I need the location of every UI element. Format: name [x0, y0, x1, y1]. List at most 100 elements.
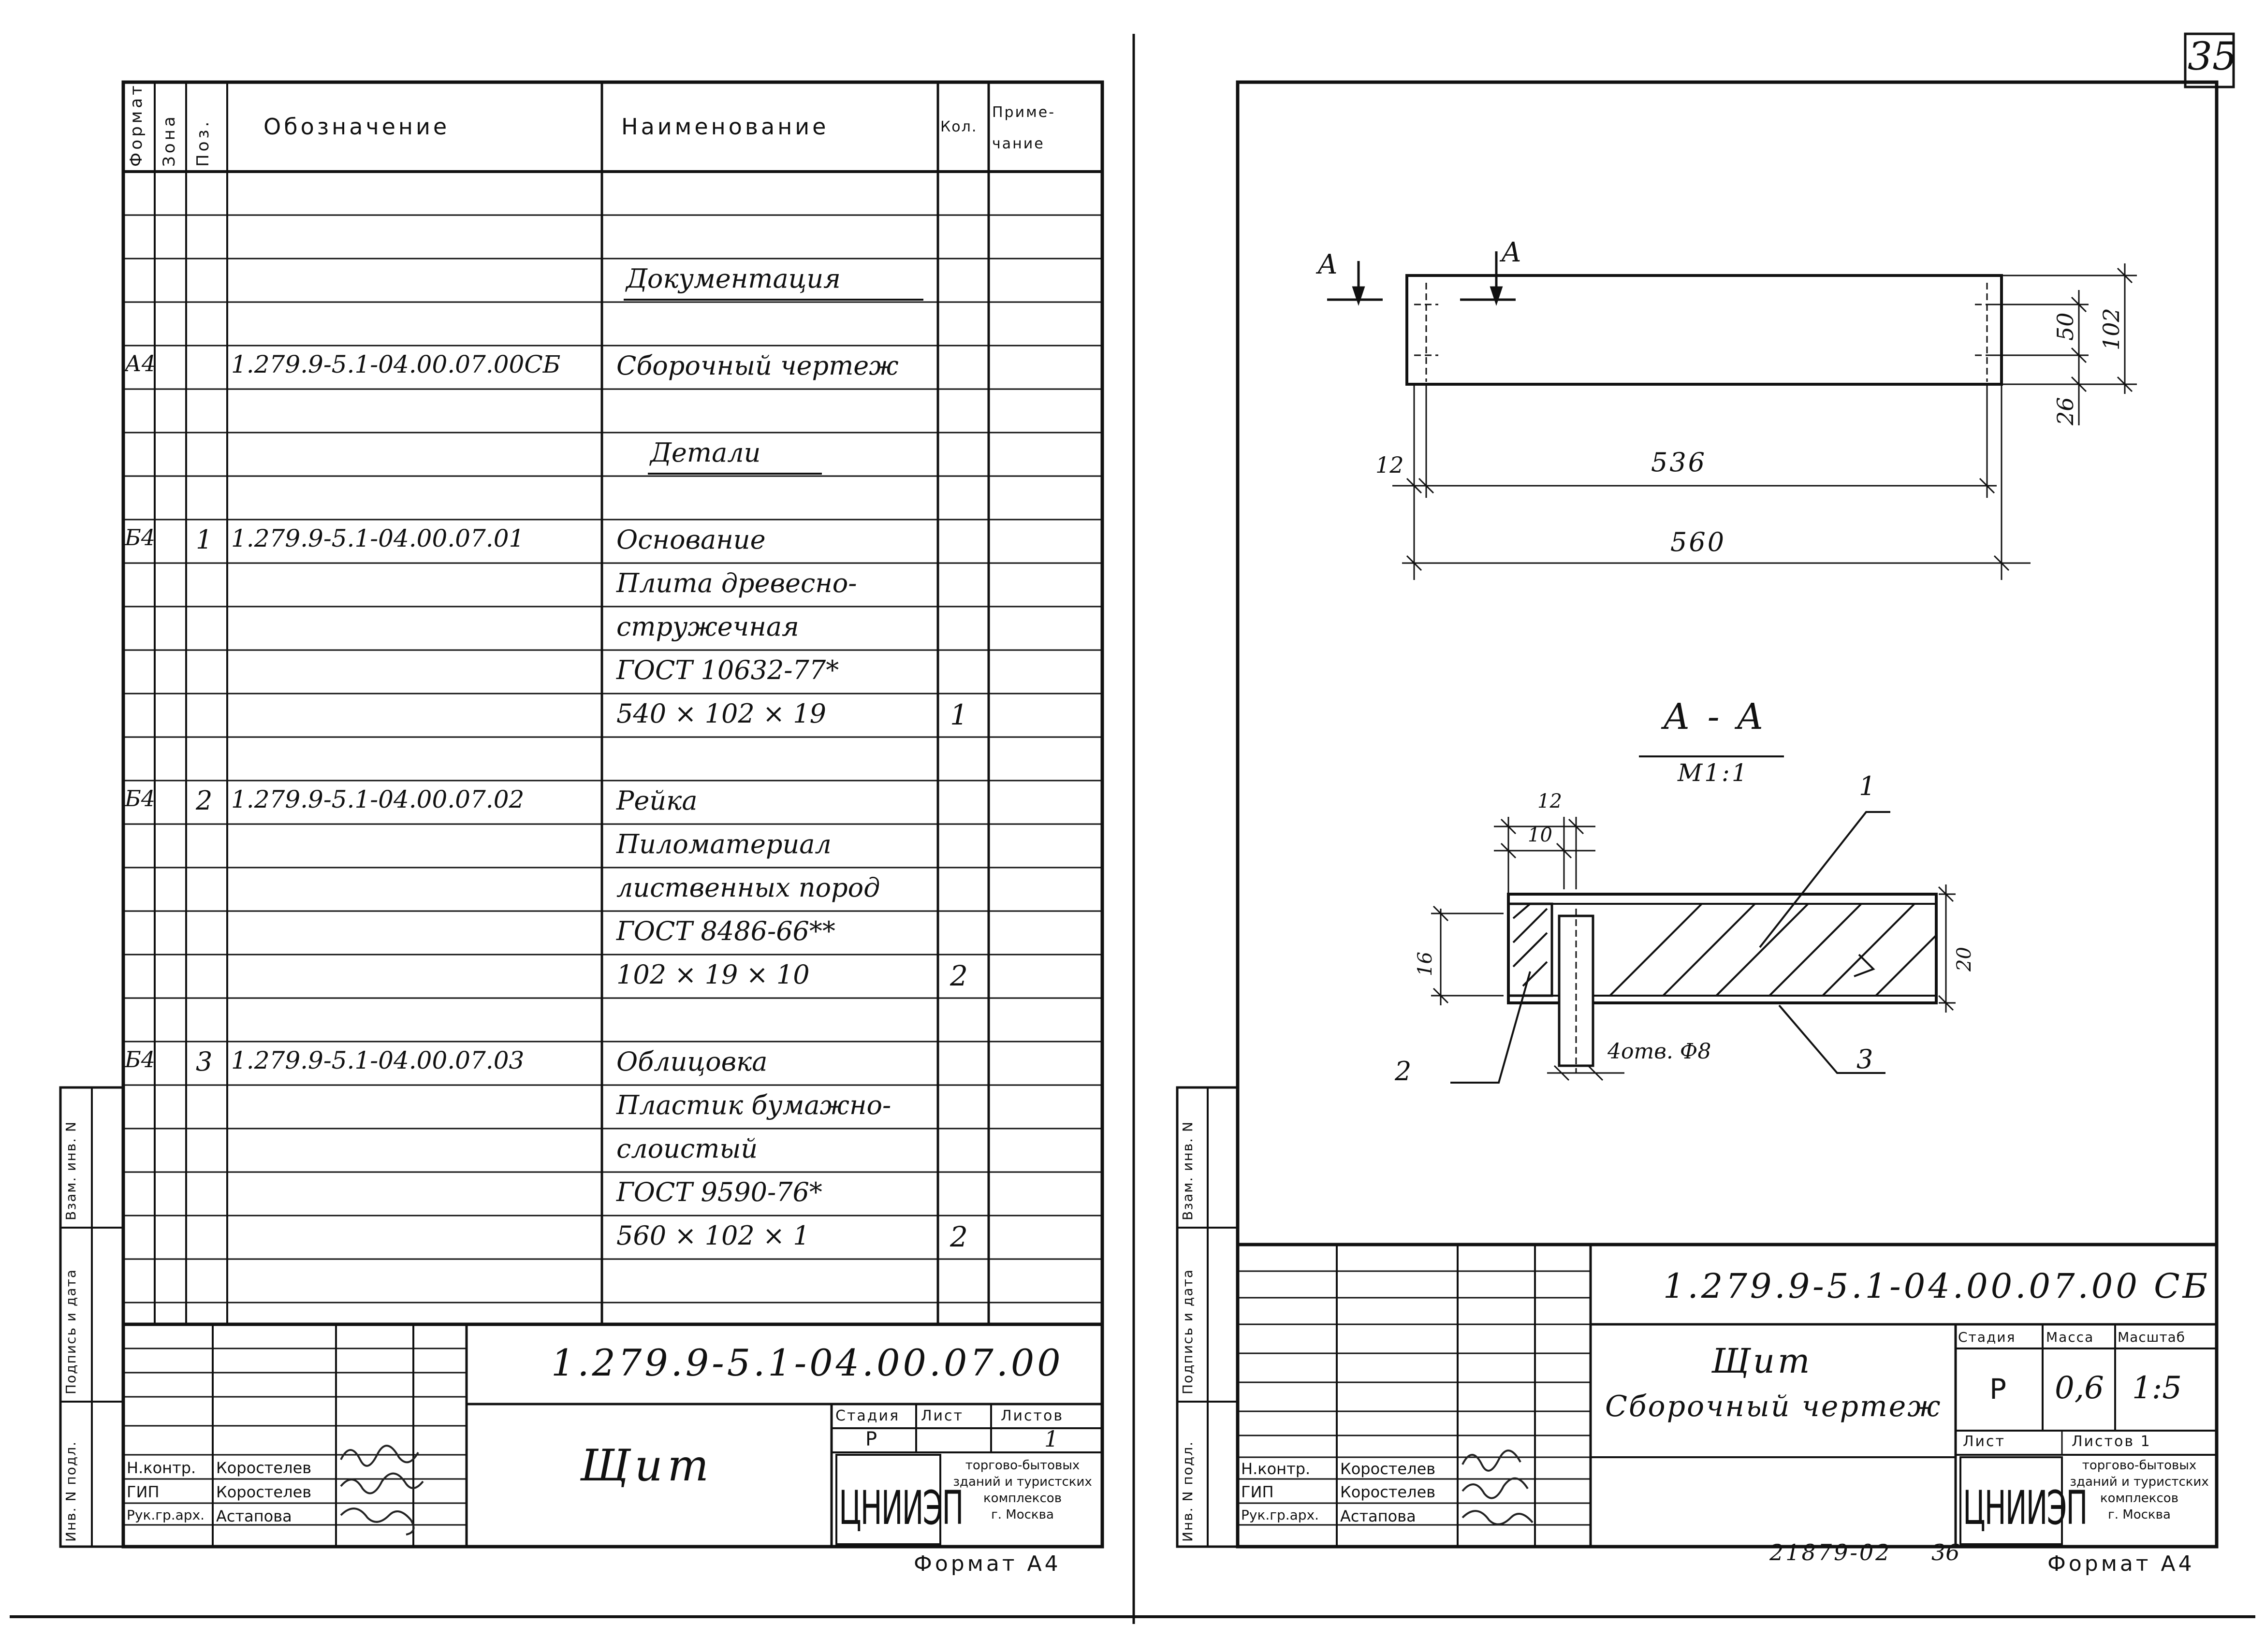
row-designation: 1.279.9-5.1-04.00.07.01 [231, 524, 525, 552]
right-role-1: Н.контр. [1241, 1460, 1311, 1478]
row-format: Б4 [125, 785, 156, 812]
row-quantity: 2 [950, 1220, 968, 1253]
dim-h20: 20 [1953, 947, 1975, 971]
row-name: лиственных пород [616, 872, 880, 903]
right-org-line1: торгово-бытовых [2082, 1458, 2197, 1473]
row-format: А4 [125, 350, 156, 377]
right-scale-value: 1:5 [2132, 1370, 2182, 1406]
row-name: ГОСТ 9590-76* [616, 1177, 822, 1207]
top-view [1327, 251, 2137, 580]
left-org-line4: г. Москва [991, 1507, 1054, 1522]
holes-note: 4отв. Ф8 [1607, 1039, 1711, 1064]
row-name: 540 × 102 × 19 [616, 698, 827, 729]
row-name: ГОСТ 10632-77* [616, 655, 839, 685]
left-side-label-3: Взам. инв. N [63, 1121, 79, 1220]
left-side-label-2: Подпись и дата [63, 1269, 79, 1394]
header-designation: Обозначение [263, 114, 450, 140]
row-name: Рейка [616, 785, 698, 816]
left-org-line1: торгово-бытовых [965, 1458, 1080, 1473]
callout-1: 1 [1859, 771, 1876, 801]
right-stage-value: Р [1989, 1373, 2006, 1406]
left-table-rows [123, 214, 1102, 1304]
right-name-2: Коростелев [1340, 1483, 1436, 1501]
dim-536: 536 [1651, 447, 1707, 478]
dim-w12: 12 [1537, 790, 1562, 812]
dim-26: 26 [2052, 397, 2078, 425]
row-name: Плита древесно- [616, 568, 857, 598]
row-name: слоистый [616, 1133, 758, 1164]
left-side-label-1: Инв. N подл. [63, 1441, 79, 1542]
right-org-logo: ЦНИИЭП [1963, 1481, 2088, 1536]
right-name-1: Коростелев [1340, 1460, 1436, 1478]
right-code: 1.279.9-5.1-04.00.07.00 СБ [1663, 1266, 2211, 1306]
left-org-line3: комплексов [983, 1491, 1062, 1506]
row-position: 2 [196, 785, 213, 816]
dim-w10: 10 [1528, 824, 1552, 846]
left-name-2: Коростелев [216, 1483, 312, 1501]
header-format: Формат [127, 83, 146, 167]
right-org-text: торгово-бытовых зданий и туристских комп… [2062, 1457, 2217, 1523]
row-name: Документация [626, 263, 841, 294]
dim-560: 560 [1670, 527, 1726, 557]
right-org-line3: комплексов [2100, 1491, 2179, 1506]
section-title: А - А [1663, 696, 1767, 738]
right-sheet-label: Лист [1963, 1433, 2006, 1450]
row-quantity: 1 [950, 698, 968, 731]
row-format: Б4 [125, 1046, 156, 1072]
page-number: 35 [2188, 34, 2237, 79]
dim-h16: 16 [1414, 952, 1436, 976]
left-code: 1.279.9-5.1-04.00.07.00 [551, 1341, 1064, 1384]
right-side-label-3: Взам. инв. N [1180, 1121, 1196, 1220]
row-name: Основание [616, 524, 766, 555]
row-format: Б4 [125, 524, 156, 551]
right-mass-value: 0,6 [2055, 1370, 2104, 1406]
left-stage-label: Стадия [835, 1407, 900, 1424]
left-sheets-label: Листов [1001, 1407, 1064, 1424]
left-stage-value: Р [865, 1428, 877, 1450]
left-org-line2: зданий и туристских [953, 1475, 1092, 1489]
right-signatures [1461, 1449, 1534, 1525]
row-name: 102 × 19 × 10 [616, 959, 810, 990]
section-mark-left: А [1317, 249, 1338, 280]
row-name: Пиломатериал [616, 829, 832, 859]
row-name: Пластик бумажно- [616, 1090, 891, 1120]
section-a-a [1431, 755, 1956, 1084]
archive-number: 21879-02 [1769, 1539, 1892, 1565]
left-role-3: Рук.гр.арх. [127, 1507, 205, 1523]
row-position: 1 [196, 524, 213, 555]
dim-102: 102 [2098, 308, 2124, 350]
header-name: Наименование [621, 114, 829, 140]
header-zone: Зона [160, 114, 179, 167]
archive-page: 36 [1931, 1539, 1960, 1565]
right-name-3: Астапова [1340, 1507, 1416, 1525]
row-name: ГОСТ 8486-66** [616, 916, 835, 946]
left-logo-box [835, 1454, 941, 1545]
left-frame [121, 80, 1104, 1549]
right-scale-label: Масштаб [2118, 1329, 2186, 1345]
left-name-3: Астапова [216, 1507, 292, 1525]
header-note-1: Приме- [992, 104, 1056, 121]
left-role-1: Н.контр. [127, 1459, 196, 1477]
row-name: Облицовка [616, 1046, 768, 1077]
row-designation: 1.279.9-5.1-04.00.07.03 [231, 1046, 525, 1074]
page-number-box [2184, 32, 2235, 88]
row-name: стружечная [616, 611, 799, 642]
right-role-3: Рук.гр.арх. [1241, 1507, 1319, 1523]
right-title-2: Сборочный чертеж [1605, 1390, 1942, 1423]
dim-50: 50 [2052, 312, 2078, 341]
left-sheet-label: Лист [921, 1407, 964, 1424]
left-name-1: Коростелев [216, 1459, 312, 1477]
row-name: 560 × 102 × 1 [616, 1220, 810, 1251]
right-sheets-label: Листов 1 [2072, 1433, 2151, 1450]
right-side-label-2: Подпись и дата [1180, 1269, 1196, 1394]
callout-3: 3 [1856, 1044, 1873, 1074]
dim-12: 12 [1375, 452, 1404, 478]
right-mass-label: Масса [2046, 1329, 2094, 1345]
row-quantity: 2 [950, 959, 968, 992]
right-side-label-1: Инв. N подл. [1180, 1441, 1196, 1542]
row-designation: 1.279.9-5.1-04.00.07.00СБ [231, 350, 561, 378]
left-org-text: торгово-бытовых зданий и туристских комп… [943, 1457, 1102, 1523]
left-format-label: Формат А4 [914, 1551, 1061, 1576]
header-qty: Кол. [940, 118, 978, 135]
